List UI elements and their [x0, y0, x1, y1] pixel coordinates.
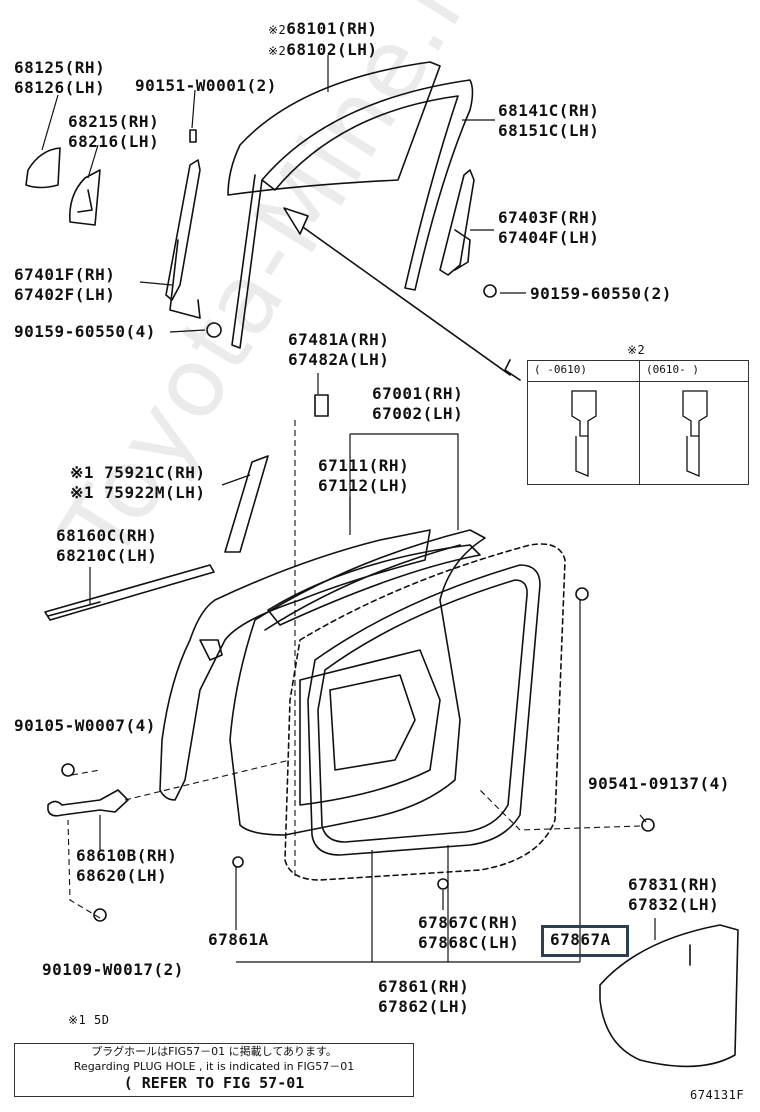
inset-clips: [571, 390, 708, 477]
label-67831: 67831(RH) 67832(LH): [628, 875, 719, 915]
label-67481: 67481A(RH) 67482A(LH): [288, 330, 389, 370]
label-75922-lh: ※1 75922M(LH): [70, 483, 206, 502]
note-line-en: Regarding PLUG HOLE , it is indicated in…: [73, 1060, 355, 1073]
label-67002-lh: 67002(LH): [372, 404, 464, 423]
label-67868c-lh: 67868C(LH): [418, 933, 520, 952]
label-67481-rh: 67481A(RH): [288, 330, 390, 349]
label-68610-rh: 68610B(RH): [76, 846, 178, 865]
label-68101-rh: 68101(RH): [286, 19, 378, 38]
label-67404-lh: 67404F(LH): [498, 228, 600, 247]
label-68141: 68141C(RH) 68151C(LH): [498, 101, 599, 141]
label-67831-rh: 67831(RH): [628, 875, 720, 894]
label-67861: 67861(RH) 67862(LH): [378, 977, 469, 1017]
figure-code: 674131F: [690, 1088, 745, 1102]
label-67001-rh: 67001(RH): [372, 384, 464, 403]
label-68210-lh: 68210C(LH): [56, 546, 158, 565]
note-reference[interactable]: ( REFER TO FIG 57-01: [123, 1074, 305, 1092]
note-line-jp: プラグホールはFIG57－01 に掲載してあります。: [91, 1045, 337, 1058]
label-67832-lh: 67832(LH): [628, 895, 720, 914]
variant-inset: ( -0610) (0610- ): [527, 360, 749, 485]
label-68125: 68125(RH) 68126(LH): [14, 58, 105, 98]
label-90541: 90541-09137(4): [588, 774, 730, 793]
plug-hole-note: プラグホールはFIG57－01 に掲載してあります。 Regarding PLU…: [14, 1043, 414, 1097]
label-67111: 67111(RH) 67112(LH): [318, 456, 409, 496]
inset-header: ( -0610) (0610- ): [528, 361, 748, 382]
label-68610: 68610B(RH) 68620(LH): [76, 846, 177, 886]
label-67867c-rh: 67867C(RH): [418, 913, 520, 932]
label-68101: ※268101(RH) ※268102(LH): [268, 19, 377, 61]
label-67861-rh: 67861(RH): [378, 977, 470, 996]
label-90159-b: 90159-60550(4): [14, 322, 156, 341]
inset-note: ※2: [627, 343, 646, 357]
label-68141-rh: 68141C(RH): [498, 101, 600, 120]
label-90105: 90105-W0007(4): [14, 716, 156, 735]
label-68216-lh: 68216(LH): [68, 132, 160, 151]
highlighted-part-box[interactable]: [541, 925, 629, 957]
label-68620-lh: 68620(LH): [76, 866, 168, 885]
label-67403: 67403F(RH) 67404F(LH): [498, 208, 599, 248]
label-67867a[interactable]: 67867A: [550, 930, 611, 949]
label-75921: ※1 75921C(RH) ※1 75922M(LH): [70, 463, 206, 503]
label-68215-rh: 68215(RH): [68, 112, 160, 131]
label-68126-lh: 68126(LH): [14, 78, 106, 97]
label-67111-rh: 67111(RH): [318, 456, 410, 475]
inset-divider: [639, 361, 640, 484]
label-90159-a: 90159-60550(2): [530, 284, 672, 303]
label-67001: 67001(RH) 67002(LH): [372, 384, 463, 424]
label-75921-rh: ※1 75921C(RH): [70, 463, 206, 482]
note-mark-2: ※2: [268, 44, 287, 58]
label-68125-rh: 68125(RH): [14, 58, 106, 77]
label-67862-lh: 67862(LH): [378, 997, 470, 1016]
label-67482-lh: 67482A(LH): [288, 350, 390, 369]
label-68102-lh: 68102(LH): [286, 40, 378, 59]
label-67401-rh: 67401F(RH): [14, 265, 116, 284]
label-67402-lh: 67402F(LH): [14, 285, 116, 304]
inset-col2-label: (0610- ): [646, 363, 699, 376]
label-90151: 90151-W0001(2): [135, 76, 277, 95]
footnote: ※1 5D: [68, 1013, 110, 1027]
note-mark: ※2: [268, 23, 287, 37]
label-68151-lh: 68151C(LH): [498, 121, 600, 140]
label-67112-lh: 67112(LH): [318, 476, 410, 495]
label-67401: 67401F(RH) 67402F(LH): [14, 265, 115, 305]
label-68160: 68160C(RH) 68210C(LH): [56, 526, 157, 566]
label-67867c: 67867C(RH) 67868C(LH): [418, 913, 519, 953]
label-68160-rh: 68160C(RH): [56, 526, 158, 545]
inset-col1-label: ( -0610): [534, 363, 587, 376]
label-67403-rh: 67403F(RH): [498, 208, 600, 227]
label-68215: 68215(RH) 68216(LH): [68, 112, 159, 152]
label-90109: 90109-W0017(2): [42, 960, 184, 979]
label-67861a: 67861A: [208, 930, 269, 949]
